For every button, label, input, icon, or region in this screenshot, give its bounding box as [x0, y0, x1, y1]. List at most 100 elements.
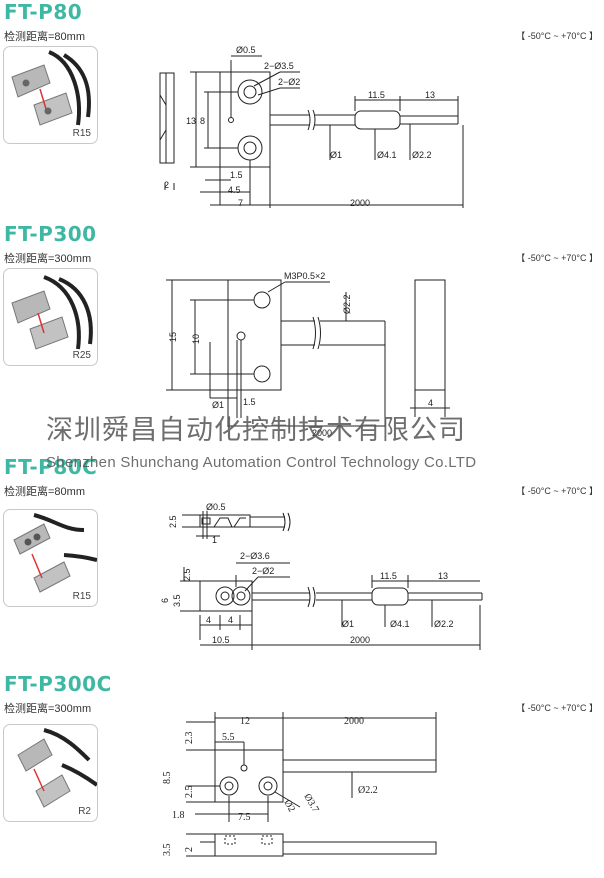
bend-radius: R2 [78, 806, 91, 817]
section-ft-p300c: FT-P300C 检测距离=300mm 【 -50°C ~ +70°C 】 R2… [0, 672, 604, 878]
dim-h10: 10 [191, 334, 201, 344]
temperature-range: 【 -50°C ~ +70°C 】 [516, 486, 598, 496]
dim-d37: Ø3.7 [301, 792, 320, 815]
dim-l13: 13 [425, 90, 435, 100]
dim-phi1: Ø1 [330, 150, 342, 160]
product-photo: R15 [3, 46, 98, 144]
dim-l115: 11.5 [380, 571, 397, 581]
dim-l2000: 2000 [350, 635, 370, 645]
dim-w15: 1.5 [230, 170, 243, 180]
dim-l115: 11.5 [368, 90, 385, 100]
dim-h25: 2.5 [184, 786, 195, 799]
dim-h85: 8.5 [162, 772, 173, 785]
side-view [214, 833, 284, 857]
sensor-body [199, 580, 253, 612]
company-watermark-chinese: 深圳舜昌自动化控制技术有限公司 [46, 415, 466, 446]
section-ft-p300: FT-P300 检测距离=300mm 【 -50°C ~ +70°C 】 R25… [0, 222, 604, 442]
bend-radius: R15 [72, 591, 91, 602]
dim-hole2: 2−Ø3.6 [240, 551, 270, 561]
hole-m3-2 [253, 365, 271, 383]
dim-l2000: 2000 [344, 716, 364, 727]
dim-h23: 2.3 [184, 732, 195, 745]
dimension-drawing: Ø0.5 2.5 1 2−Ø3.6 2−Ø2 2.5 6 3.5 4 4 10.… [160, 502, 483, 650]
fiber-sleeve [354, 110, 401, 130]
dim-h35: 3.5 [172, 594, 182, 607]
side-profile [414, 279, 446, 391]
hole-1 [215, 586, 235, 606]
dim-l13: 13 [438, 571, 448, 581]
hole-2 [258, 776, 278, 796]
dim-l2000: 2000 [350, 198, 370, 208]
sensor-body [219, 71, 271, 168]
dimension-drawing: M3P0.5×2 Ø2.2 15 10 Ø1 1.5 2000 4 [166, 271, 450, 438]
model-title: FT-P80C [4, 455, 98, 479]
dim-phi41: Ø4.1 [390, 619, 410, 629]
detect-hole [236, 331, 246, 341]
top-view [199, 514, 251, 528]
dimension-drawing: Ø0.5 2−Ø3.5 2−Ø2 13 8 1.5 4.5 7 2 2000 1… [159, 45, 464, 208]
dimension-drawing: 12 2000 2.3 5.5 8.5 2.5 Ø2 Ø3.7 Ø2.2 1.8… [162, 712, 437, 857]
product-photo: R2 [3, 724, 98, 822]
dim-phi22: Ø2.2 [434, 619, 454, 629]
dim-d05: Ø0.5 [236, 45, 256, 55]
dim-hole1: 2−Ø2 [252, 566, 274, 576]
sensor-photo-graphic [11, 275, 93, 350]
sensor-body [214, 749, 284, 803]
dim-w55: 5.5 [222, 732, 235, 743]
dim-s2: 2 [164, 180, 169, 190]
sensor-photo-graphic [13, 513, 97, 593]
dim-phi41: Ø4.1 [377, 150, 397, 160]
dim-phi1: Ø1 [212, 400, 224, 410]
dim-d22: Ø2.2 [342, 294, 352, 314]
dim-phi1: Ø1 [342, 619, 354, 629]
company-watermark-english: Shenzhen Shunchang Automation Control Te… [46, 454, 477, 471]
dim-h2: 2 [184, 847, 195, 852]
dim-w1: 1 [212, 535, 217, 545]
hole-large-2 [237, 135, 263, 161]
dim-w4b: 4 [228, 615, 233, 625]
sensor-photo-graphic [11, 50, 91, 126]
model-title: FT-P300 [4, 222, 97, 246]
dim-w12: 12 [240, 716, 250, 727]
detection-distance: 检测距离=300mm [4, 703, 92, 715]
dim-m3: M3P0.5×2 [284, 271, 325, 281]
dim-hole1: 2−Ø2 [278, 77, 300, 87]
bend-radius: R25 [72, 350, 91, 361]
model-title: FT-P80 [4, 0, 83, 24]
dim-w18: 1.8 [172, 810, 185, 821]
temperature-range: 【 -50°C ~ +70°C 】 [516, 31, 598, 41]
dim-h15: 15 [168, 332, 178, 342]
dim-h25b: 2.5 [182, 568, 192, 581]
dim-hole2: 2−Ø3.5 [264, 61, 294, 71]
dim-w4: 4 [428, 398, 433, 408]
detection-distance: 检测距离=80mm [4, 486, 85, 498]
temperature-range: 【 -50°C ~ +70°C 】 [516, 253, 598, 263]
section-ft-p80c: FT-P80C 检测距离=80mm 【 -50°C ~ +70°C 】 R15 [0, 455, 604, 675]
product-photo: R25 [3, 268, 98, 366]
hole-2 [231, 586, 251, 606]
product-photo: R15 [3, 509, 98, 607]
dim-w75: 7.5 [238, 812, 251, 823]
dim-w7: 7 [238, 198, 243, 208]
dim-d2: Ø2 [281, 798, 297, 814]
dim-h13: 13 [186, 116, 196, 126]
fiber-sleeve [371, 587, 409, 606]
hole-1 [219, 776, 239, 796]
detection-distance: 检测距离=80mm [4, 31, 85, 43]
dim-phi22: Ø2.2 [358, 785, 378, 796]
dim-w45: 4.5 [228, 185, 241, 195]
dim-phi22: Ø2.2 [412, 150, 432, 160]
model-title: FT-P300C [4, 672, 112, 696]
temperature-range: 【 -50°C ~ +70°C 】 [516, 703, 598, 713]
dim-h8: 8 [200, 116, 205, 126]
dim-w4a: 4 [206, 615, 211, 625]
fiber [282, 759, 437, 773]
bend-radius: R15 [72, 128, 91, 139]
sensor-body [227, 279, 282, 391]
dim-w15: 1.5 [243, 397, 256, 407]
hole-m3-1 [253, 291, 271, 309]
section-ft-p80: FT-P80 检测距离=80mm 【 -50°C ~ +70°C 】 R15 [0, 0, 604, 220]
dim-l2000: 2000 [312, 428, 332, 438]
side-profile [159, 72, 175, 164]
dim-h35: 3.5 [162, 844, 173, 857]
